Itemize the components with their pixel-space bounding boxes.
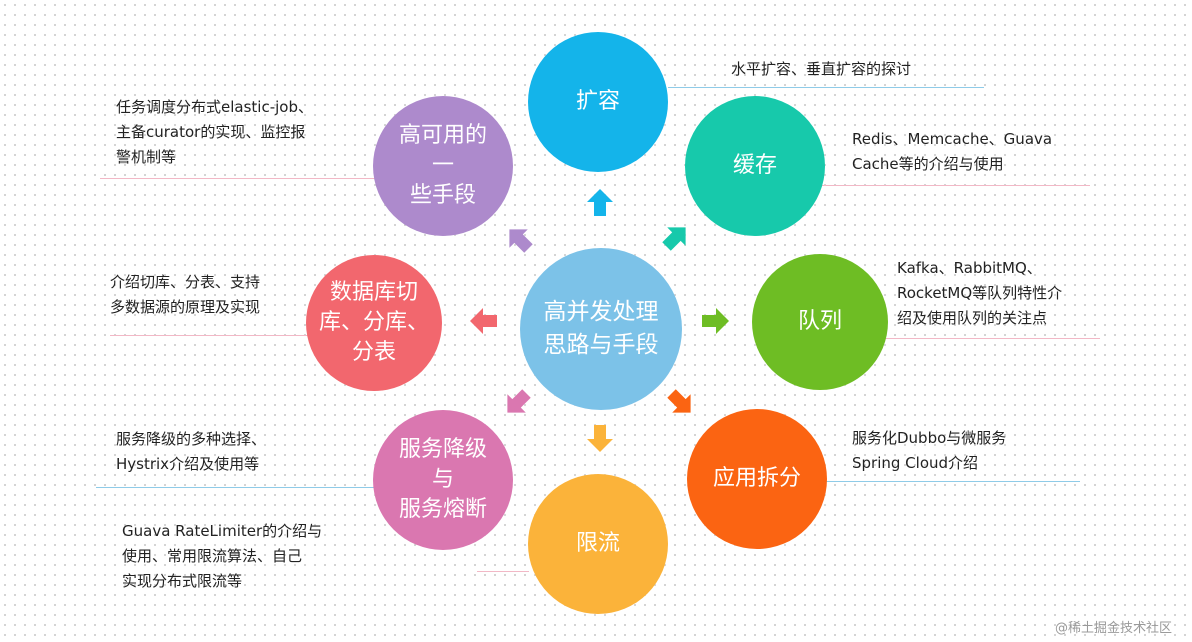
node-cache-label: 缓存 [732, 153, 777, 178]
connector-line-limit [477, 571, 529, 572]
arrow-to-cache [662, 227, 686, 251]
arrow-to-degrade [507, 389, 531, 413]
node-queue-label: 队列 [797, 309, 842, 334]
node-database: 数据库切 库、分库、 分表 [306, 255, 442, 391]
node-expand: 扩容 [528, 32, 668, 172]
desc-queue: Kafka、RabbitMQ、 RocketMQ等队列特性介 绍及使用队列的关注… [897, 259, 1063, 327]
node-cache: 缓存 [685, 96, 825, 236]
arrow-to-expand [587, 189, 613, 216]
center-circle: 高并发处理 思路与手段 [520, 248, 682, 410]
connector-line-cache [822, 185, 1090, 186]
arrow-to-ha [509, 229, 533, 253]
arrow-to-limit [587, 425, 613, 452]
connector-line-database [110, 335, 310, 336]
node-degrade: 服务降级与 服务熔断 [373, 410, 513, 550]
desc-expand: 水平扩容、垂直扩容的探讨 [731, 60, 912, 78]
connector-line-degrade [96, 487, 386, 488]
node-split-label: 应用拆分 [712, 466, 801, 491]
desc-split: 服务化Dubbo与微服务 Spring Cloud介绍 [852, 429, 1007, 472]
node-ha: 高可用的一 些手段 [373, 96, 513, 236]
connector-line-queue [876, 338, 1100, 339]
node-queue: 队列 [752, 254, 888, 390]
node-limit-label: 限流 [575, 531, 620, 556]
desc-cache: Redis、Memcache、Guava Cache等的介绍与使用 [852, 130, 1053, 173]
desc-ha: 任务调度分布式elastic-job、 主备curator的实现、监控报 警机制… [116, 98, 313, 166]
node-ha-label: 高可用的一 些手段 [398, 123, 487, 208]
node-expand-label: 扩容 [575, 89, 620, 114]
node-limit: 限流 [528, 474, 668, 614]
arrow-to-split [667, 389, 691, 413]
connector-line-expand [668, 87, 984, 88]
arrow-to-database [470, 308, 497, 334]
node-split: 应用拆分 [687, 409, 827, 549]
arrow-to-queue [702, 308, 729, 334]
connector-line-split [810, 481, 1080, 482]
watermark: @稀土掘金技术社区 [1054, 621, 1172, 636]
connector-line-ha [100, 178, 378, 179]
desc-limit: Guava RateLimiter的介绍与 使用、常用限流算法、自己 实现分布式… [122, 522, 323, 590]
node-database-label: 数据库切 库、分库、 分表 [318, 280, 429, 365]
node-degrade-label: 服务降级与 服务熔断 [398, 437, 487, 522]
desc-degrade: 服务降级的多种选择、 Hystrix介绍及使用等 [116, 430, 267, 473]
center-title: 高并发处理 思路与手段 [543, 299, 659, 358]
desc-database: 介绍切库、分表、支持 多数据源的原理及实现 [110, 273, 261, 316]
